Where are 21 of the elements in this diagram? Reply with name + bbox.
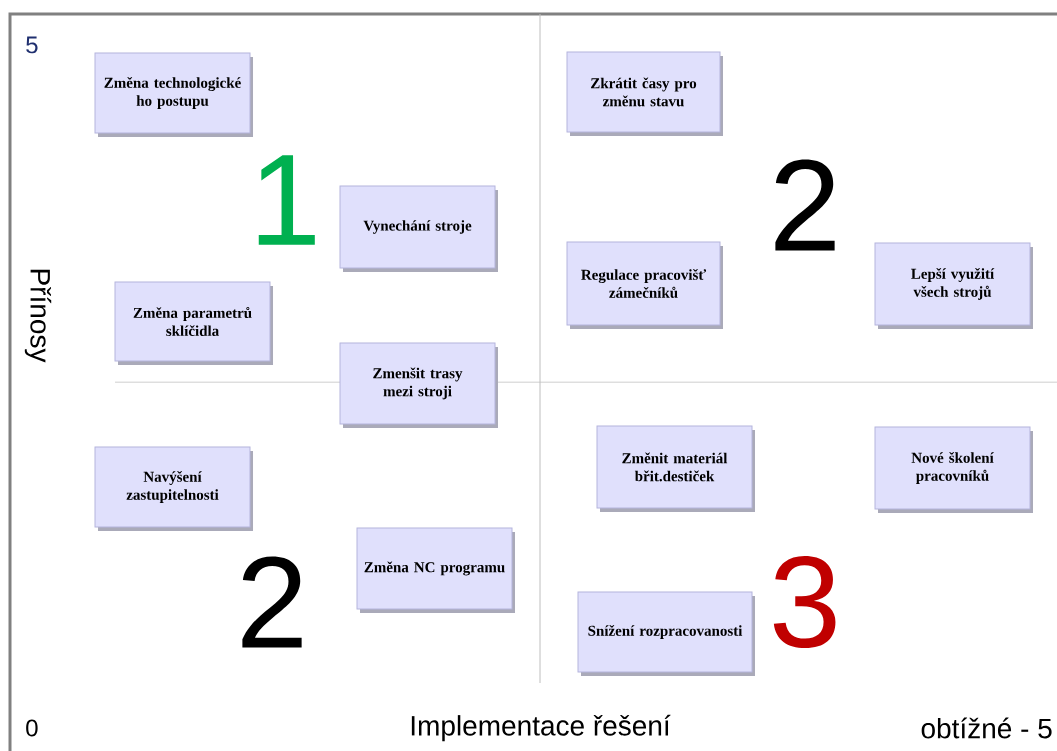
axis-value: 5 (26, 36, 38, 54)
quadrant-number: 1 (258, 155, 315, 245)
action-box: Vynechání stroje (339, 185, 498, 272)
axis-title: Implementace řešení (411, 714, 671, 742)
quadrant-number: 2 (775, 159, 835, 251)
action-box: Změnit materiál břit.destiček (596, 425, 755, 512)
action-box: Změna technologické ho postupu (94, 52, 253, 137)
quadrant-number: 2 (242, 556, 302, 648)
axis-title: Přínosy (24, 269, 52, 363)
action-box: Nové školení pracovníků (874, 426, 1033, 513)
action-box: Lepší využití všech strojů (874, 242, 1033, 329)
quadrant-number: 3 (773, 555, 836, 648)
action-box: Regulace pracovišť zámečníků (566, 241, 723, 329)
action-box: Snížení rozpracovanosti (577, 591, 755, 676)
action-box: Zkrátit časy pro změnu stavu (566, 51, 723, 136)
action-box: Změna NC programu (356, 527, 515, 613)
action-box: Změna parametrů sklíčidla (114, 281, 273, 365)
axis-value: obtížné - 5 (921, 717, 1052, 739)
axis-value: 0 (26, 719, 38, 737)
action-box: Zmenšit trasy mezi stroji (339, 342, 498, 428)
action-box: Navýšení zastupitelnosti (94, 446, 253, 531)
